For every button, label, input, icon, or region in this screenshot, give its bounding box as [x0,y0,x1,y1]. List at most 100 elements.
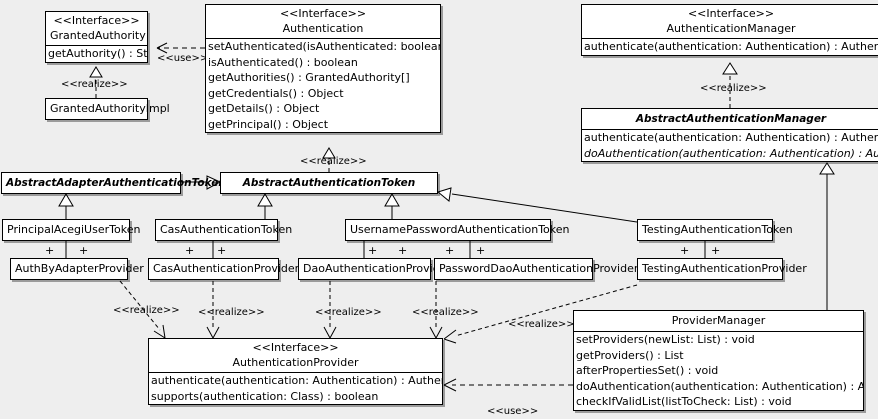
class-header: AuthByAdapterProvider [11,259,144,279]
assoc-marker-plus: + [368,244,378,257]
class-box-principal-acegi-user-token[interactable]: PrincipalAcegiUserToken [2,219,141,241]
assoc-marker-plus: + [445,244,455,257]
stereotype-label: <<Interface>> [53,14,140,27]
class-box-testing-authentication-provider[interactable]: TestingAuthenticationProvider [637,258,807,280]
class-box-abstract-adapter-authentication-token[interactable]: AbstractAdapterAuthenticationToken [1,172,226,194]
member-row: doAuthentication(authentication: Authent… [576,379,863,393]
class-box-provider-manager[interactable]: ProviderManager setProviders(newList: Li… [573,310,864,411]
class-box-authentication-manager[interactable]: <<Interface>> AuthenticationManager auth… [581,4,878,56]
edge-label-realize-abstract-authentication-token: <<realize>> [300,156,367,167]
class-name-label: PasswordDaoAuthenticationProvider [439,262,639,275]
edge-label-realize-cas-provider: <<realize>> [198,307,265,318]
class-header: DaoAuthenticationProvider [299,259,451,279]
member-row: afterPropertiesSet() : void [576,364,719,377]
class-box-granted-authority[interactable]: <<Interface>> GrantedAuthority getAuthor… [45,11,148,63]
member-row: isAuthenticated() : boolean [208,55,358,69]
class-members: setAuthenticated(isAuthenticated: boolea… [206,38,440,132]
edge-username-password-token-extends-abstract-authentication-token [384,193,400,219]
edge-label-realize-password-dao-provider: <<realize>> [412,307,479,318]
assoc-marker-plus: + [217,244,227,257]
class-members: authenticate(authentication: Authenticat… [582,38,878,55]
member-row: getAuthorities() : GrantedAuthority[] [208,71,410,84]
edge-principal-acegi-user-token-extends-abstract-adapter-token [58,193,74,219]
member-row: checkIfValidList(listToCheck: List) : vo… [576,395,792,408]
member-row: getAuthority() : String [48,47,147,60]
class-header: PrincipalAcegiUserToken [3,220,141,240]
member-row: getPrincipal() : Object [208,117,329,131]
member-row: doAuthentication(authentication: Authent… [584,146,878,160]
edge-label-use-provider-manager: <<use>> [487,406,539,417]
class-box-authentication-provider[interactable]: <<Interface>> AuthenticationProvider aut… [148,338,443,405]
edge-cas-token-extends-abstract-authentication-token [257,193,273,219]
class-box-abstract-authentication-manager[interactable]: AbstractAuthenticationManager authentica… [581,108,878,162]
class-box-username-password-authentication-token[interactable]: UsernamePasswordAuthenticationToken [345,219,570,241]
class-members: authenticate(authentication: Authenticat… [582,129,878,161]
member-row: getProviders() : List [576,348,684,362]
edge-provider-manager-uses-authentication-provider [443,378,573,392]
edge-label-use-granted-authority: <<use>> [157,53,209,64]
class-name-label: AuthenticationProvider [232,356,359,369]
class-box-dao-authentication-provider[interactable]: DaoAuthenticationProvider [298,258,451,280]
class-name-label: AbstractAdapterAuthenticationToken [6,177,226,189]
class-header: <<Interface>> GrantedAuthority [46,12,147,45]
class-box-authentication[interactable]: <<Interface>> Authentication setAuthenti… [205,4,441,133]
class-header: CasAuthenticationProvider [149,259,299,279]
class-box-password-dao-authentication-provider[interactable]: PasswordDaoAuthenticationProvider [434,258,639,280]
class-box-testing-authentication-token[interactable]: TestingAuthenticationToken [637,219,793,241]
class-name-label: GrantedAuthorityImpl [50,102,170,115]
assoc-marker-plus: + [185,244,195,257]
edge-label-realize-dao-provider: <<realize>> [315,307,382,318]
class-name-label: UsernamePasswordAuthenticationToken [350,223,570,236]
member-row: getDetails() : Object [208,102,320,115]
class-name-label: CasAuthenticationToken [160,223,293,236]
member-row: authenticate(authentication: Authenticat… [584,131,878,144]
class-header: <<Interface>> AuthenticationProvider [149,339,442,372]
edge-label-realize-abstract-authentication-manager: <<realize>> [700,83,767,94]
assoc-marker-plus: + [398,244,408,257]
class-box-granted-authority-impl[interactable]: GrantedAuthorityImpl [45,98,170,120]
class-name-label: Authentication [282,22,364,35]
edge-provider-manager-extends-abstract-authentication-manager [819,162,835,310]
class-header: PasswordDaoAuthenticationProvider [435,259,639,279]
stereotype-label: <<Interface>> [252,341,339,354]
class-box-auth-by-adapter-provider[interactable]: AuthByAdapterProvider [10,258,144,280]
assoc-marker-plus: + [79,244,89,257]
member-row: authenticate(authentication: Authenticat… [584,40,878,53]
class-name-label: TestingAuthenticationProvider [642,262,807,275]
edge-testing-token-extends-abstract-authentication-token [436,187,638,223]
class-name-label: AbstractAuthenticationManager [635,113,827,125]
assoc-marker-plus: + [711,244,721,257]
class-name-label: TestingAuthenticationToken [642,223,793,236]
class-name-label: AbstractAuthenticationToken [242,177,416,189]
edge-label-realize-auth-by-adapter: <<realize>> [113,305,180,316]
class-members: authenticate(authentication: Authenticat… [149,372,442,404]
class-header: AbstractAdapterAuthenticationToken [2,173,226,193]
class-name-label: AuthByAdapterProvider [15,262,144,275]
class-members: setProviders(newList: List) : void getPr… [574,331,863,410]
class-header: GrantedAuthorityImpl [46,99,170,119]
class-header: AbstractAuthenticationToken [221,173,437,193]
class-header: AbstractAuthenticationManager [582,109,878,129]
class-header: CasAuthenticationToken [156,220,293,240]
edge-label-realize-granted-authority-impl: <<realize>> [61,79,128,90]
member-row: setAuthenticated(isAuthenticated: boolea… [208,40,440,53]
member-row: authenticate(authentication: Authenticat… [151,374,442,387]
class-box-abstract-authentication-token[interactable]: AbstractAuthenticationToken [220,172,438,194]
member-row: supports(authentication: Class) : boolea… [151,389,379,403]
edge-authentication-uses-granted-authority [156,42,205,54]
edge-label-realize-testing-provider: <<realize>> [508,319,575,330]
assoc-marker-plus: + [45,244,55,257]
class-header: TestingAuthenticationProvider [638,259,807,279]
class-header: TestingAuthenticationToken [638,220,793,240]
class-name-label: AuthenticationManager [666,22,796,35]
class-header: <<Interface>> AuthenticationManager [582,5,878,38]
class-header: ProviderManager [574,311,863,331]
class-members: getAuthority() : String [46,45,147,62]
assoc-marker-plus: + [680,244,690,257]
class-name-label: PrincipalAcegiUserToken [7,223,141,236]
class-header: <<Interface>> Authentication [206,5,440,38]
class-box-cas-authentication-token[interactable]: CasAuthenticationToken [155,219,293,241]
class-box-cas-authentication-provider[interactable]: CasAuthenticationProvider [148,258,299,280]
class-name-label: DaoAuthenticationProvider [303,262,451,275]
